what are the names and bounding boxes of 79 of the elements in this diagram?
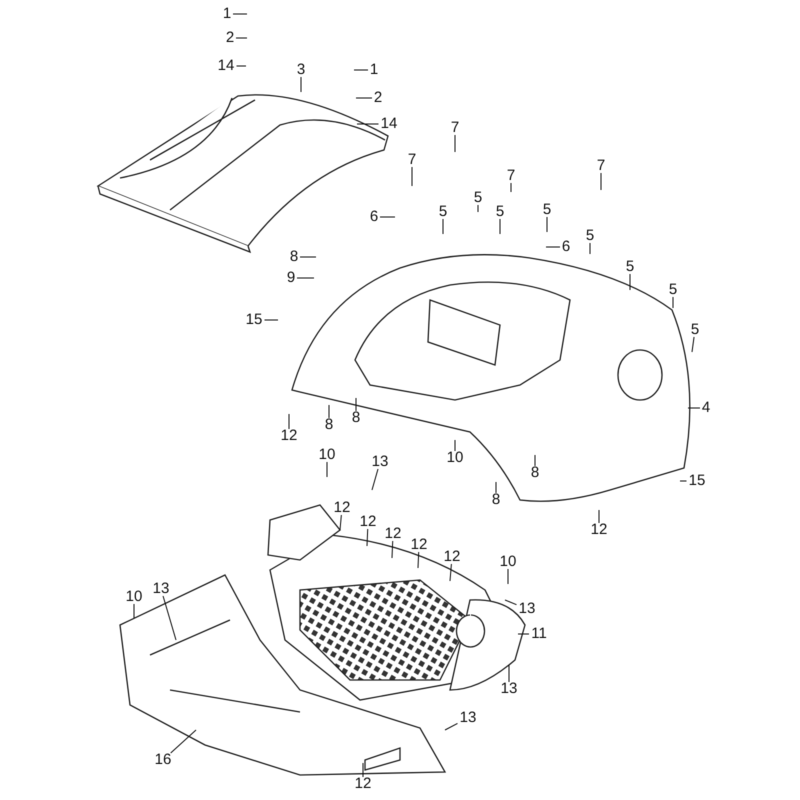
callout-number: 5 xyxy=(586,228,594,244)
callout-number: 14 xyxy=(218,58,234,74)
leader-line xyxy=(546,216,548,232)
callout-number: 12 xyxy=(410,537,428,553)
callout-number: 5 xyxy=(626,259,634,275)
leader-line xyxy=(510,182,512,192)
callout-number: 12 xyxy=(360,514,376,530)
leader-line xyxy=(450,564,452,582)
leader-line xyxy=(340,514,342,530)
callout-number: 5 xyxy=(668,282,678,298)
callout-number: 5 xyxy=(474,190,482,206)
callout-number: 15 xyxy=(688,473,706,489)
leader-line xyxy=(442,218,444,234)
callout-number: 10 xyxy=(126,589,142,605)
callout-number: 5 xyxy=(690,322,700,338)
callout-number: 9 xyxy=(286,270,296,286)
callout-number: 11 xyxy=(531,626,547,642)
leader-line xyxy=(300,76,302,92)
leader-line xyxy=(598,510,600,524)
leader-line xyxy=(288,414,290,430)
callout-number: 8 xyxy=(492,492,500,508)
leader-line xyxy=(366,528,368,546)
callout-number: 13 xyxy=(500,681,518,697)
callout-number: 12 xyxy=(444,549,460,565)
leader-line xyxy=(692,336,695,352)
leader-line xyxy=(362,762,364,778)
callout-number: 8 xyxy=(530,465,540,481)
callout-number: 13 xyxy=(152,581,170,597)
leader-line xyxy=(372,468,378,490)
leader-line xyxy=(546,246,560,248)
callout-number: 8 xyxy=(324,417,334,433)
callout-number: 12 xyxy=(384,526,402,542)
callout-number: 12 xyxy=(280,428,298,444)
callout-number: 7 xyxy=(596,158,606,174)
leader-line xyxy=(380,216,396,218)
leader-line xyxy=(392,540,394,558)
callout-number: 5 xyxy=(438,204,448,220)
callout-number: 6 xyxy=(562,239,570,255)
callout-number: 16 xyxy=(154,752,172,768)
callout-number: 3 xyxy=(296,62,306,78)
leader-line xyxy=(326,462,328,478)
callout-number: 8 xyxy=(290,249,298,265)
callout-number: 7 xyxy=(450,120,460,136)
callout-number: 13 xyxy=(372,454,388,470)
leader-line xyxy=(672,296,674,308)
callout-number: 6 xyxy=(370,209,378,225)
callout-number: 7 xyxy=(408,152,416,168)
leader-line xyxy=(162,596,176,640)
leader-line xyxy=(504,600,517,606)
callout-number: 5 xyxy=(542,202,552,218)
callout-number: 13 xyxy=(460,710,476,726)
callout-number: 10 xyxy=(318,447,336,463)
callout-number: 15 xyxy=(246,312,262,328)
callout-number: 10 xyxy=(500,554,516,570)
callout-number: 12 xyxy=(354,776,372,792)
leader-line xyxy=(600,172,602,190)
leader-line xyxy=(680,480,687,482)
leader-line xyxy=(170,730,196,754)
callout-number: 14 xyxy=(380,116,398,132)
leader-line xyxy=(444,722,458,730)
callout-number: 10 xyxy=(446,450,464,466)
leader-line xyxy=(300,256,316,258)
leader-line xyxy=(418,552,420,568)
callout-number: 2 xyxy=(374,90,382,106)
leader-line xyxy=(454,440,456,452)
callout-number: 8 xyxy=(352,410,360,426)
callout-number: 12 xyxy=(590,522,608,538)
leader-line xyxy=(328,404,330,418)
callout-number: 1 xyxy=(370,62,378,78)
callout-number: 5 xyxy=(496,204,504,220)
leader-line xyxy=(534,454,536,466)
leader-line xyxy=(508,664,510,682)
callout-number: 1 xyxy=(222,6,232,22)
callout-number: 7 xyxy=(506,168,516,184)
callout-number: 4 xyxy=(702,400,710,416)
leader-line xyxy=(454,134,456,152)
callout-number: 2 xyxy=(226,30,234,46)
callout-number: 12 xyxy=(334,500,350,516)
callout-number: 13 xyxy=(518,601,536,617)
